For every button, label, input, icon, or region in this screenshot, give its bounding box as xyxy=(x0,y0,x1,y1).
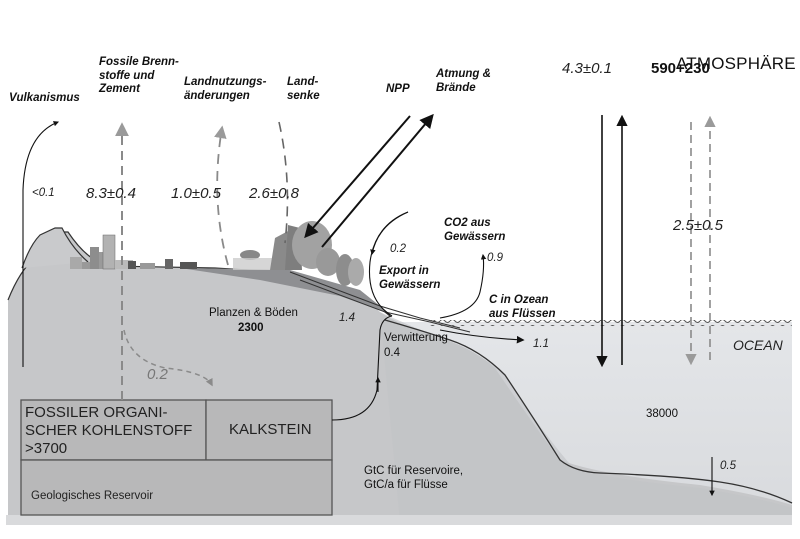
rivers-to-ocean-value: 1.1 xyxy=(533,338,549,350)
volcanism-arrow xyxy=(22,121,60,367)
city-illustration xyxy=(70,234,197,270)
atmosphere-reservoir-value: 590+230 xyxy=(651,60,710,77)
landuse-label: Landnutzungs- änderungen xyxy=(184,76,267,102)
c-ocean-rivers-label: C in Ozean aus Flüssen xyxy=(489,294,556,320)
fossil-reservoir-label: FOSSILER ORGANI- SCHER KOHLENSTOFF >3700 xyxy=(25,404,193,457)
export-waters-label: Export in Gewässern xyxy=(379,265,441,291)
co2-waters-arrow xyxy=(439,253,487,319)
vulkanismus-value: <0.1 xyxy=(32,187,55,199)
vulkanismus-label: Vulkanismus xyxy=(9,92,80,104)
export-waters-value: 0.2 xyxy=(390,243,406,255)
weathering-arrow xyxy=(331,315,393,421)
landsink-label: Land- senke xyxy=(287,76,320,102)
ocean-exchange-value: 4.3±0.1 xyxy=(562,60,612,77)
vegetation-illustration xyxy=(233,221,364,286)
landuse-value: 1.0±0.5 xyxy=(171,185,221,202)
export-waters-arrow xyxy=(368,211,409,317)
fossil-to-limestone-value: 0.2 xyxy=(147,366,168,383)
ocean-uptake-value: 2.5±0.5 xyxy=(673,217,723,234)
units-note: GtC für Reservoire, GtC/a für Flüsse xyxy=(364,465,464,491)
weathering-value: 0.4 xyxy=(384,347,400,359)
seafloor xyxy=(380,312,792,522)
fossil-to-limestone-arrow xyxy=(123,329,213,387)
atmosphere-label: ATMOSPHÄRE xyxy=(676,54,796,73)
fossil-fuels-label: Fossile Brenn- stoffe und Zement xyxy=(99,56,179,96)
limestone-label: KALKSTEIN xyxy=(229,421,312,438)
landuse-arrow xyxy=(214,125,229,266)
soil-layer xyxy=(180,268,390,314)
co2-waters-label: CO2 aus Gewässern xyxy=(444,217,506,243)
geological-reservoir-label: Geologisches Reservoir xyxy=(31,490,154,502)
landsink-value: 2.6±0.8 xyxy=(249,185,299,202)
geological-reservoir-box xyxy=(20,459,333,516)
frame-bottom xyxy=(6,515,792,525)
npp-label: NPP xyxy=(386,83,410,95)
respiration-arrow xyxy=(321,113,434,248)
fossil-fuels-value: 8.3±0.4 xyxy=(86,185,136,202)
ocean-label: OCEAN xyxy=(733,337,783,353)
respiration-label: Atmung & Brände xyxy=(436,68,491,94)
npp-arrow xyxy=(304,115,411,239)
land-reservoir-value: 2300 xyxy=(238,322,264,334)
rivers-to-ocean-arrow xyxy=(439,329,525,344)
limestone-box xyxy=(205,399,333,461)
landsink-arrow xyxy=(278,121,289,244)
ocean-reservoir-value: 38000 xyxy=(646,408,678,420)
ocean-floor-line xyxy=(384,319,793,504)
ocean-sediment-value: 0.5 xyxy=(720,460,736,472)
land-to-waters-value: 1.4 xyxy=(339,312,355,324)
water-surface xyxy=(430,320,792,326)
weathering-label: Verwitterung xyxy=(384,332,448,344)
land-reservoir-label: Planzen & Böden xyxy=(209,307,298,319)
co2-waters-value: 0.9 xyxy=(487,252,503,264)
